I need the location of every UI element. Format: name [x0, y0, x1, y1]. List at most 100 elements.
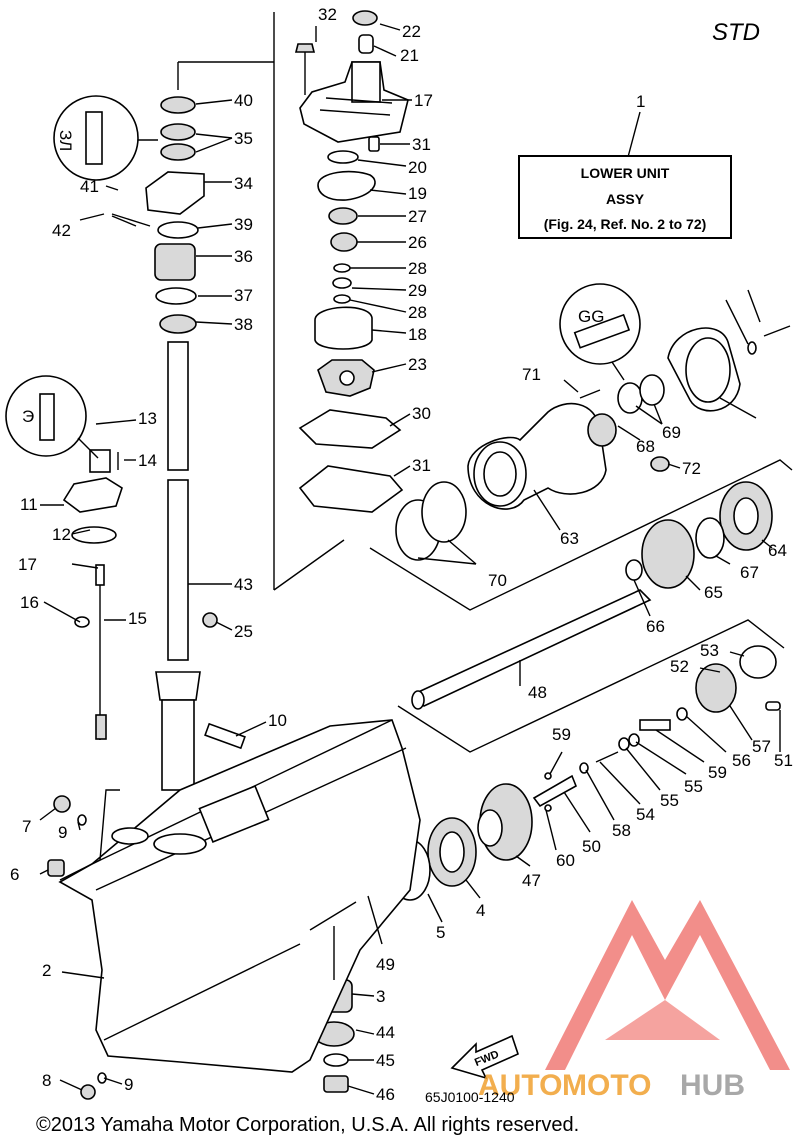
- part-62-gear: [641, 519, 695, 589]
- part-59-ball-a: [544, 772, 552, 780]
- part-53-spring: [739, 645, 777, 679]
- callout-3-text: GG: [578, 307, 604, 326]
- label-47: 47: [522, 871, 541, 890]
- label-2: 2: [42, 961, 51, 980]
- label-59a: 59: [552, 725, 571, 744]
- fwd-arrow-icon: [450, 1034, 519, 1080]
- label-43: 43: [234, 575, 253, 594]
- assy-line2: ASSY: [606, 191, 645, 207]
- part-55-ball-a: [618, 737, 630, 751]
- label-3: 3: [376, 987, 385, 1006]
- label-8: 8: [42, 1071, 51, 1090]
- part-71-bolt: [763, 325, 791, 337]
- label-50: 50: [582, 837, 601, 856]
- part-45-washer: [323, 1053, 349, 1067]
- variant-label: STD: [712, 19, 760, 46]
- callout-2: Э: [5, 375, 99, 459]
- label-12: 12: [52, 525, 71, 544]
- part-22-seal: [358, 34, 374, 54]
- drive-shaft-group: [145, 96, 218, 791]
- label-28b: 28: [408, 303, 427, 322]
- label-22: 21: [400, 46, 419, 65]
- part-46-nut: [323, 1075, 349, 1093]
- label-11: 11: [20, 495, 38, 514]
- part-39-gasket: [157, 221, 199, 239]
- label-56: 56: [732, 751, 751, 770]
- part-68-bolt: [579, 389, 601, 399]
- shift-rod-group: [62, 449, 123, 740]
- label-9a: 9: [58, 823, 67, 842]
- label-58: 59: [708, 763, 727, 782]
- propeller-shaft: [411, 589, 652, 710]
- assembly-box: 1 LOWER UNIT ASSY (Fig. 24, Ref. No. 2 t…: [518, 92, 732, 239]
- label-21: 20: [408, 158, 427, 177]
- label-62: 65: [704, 583, 723, 602]
- part-50-plunger: [532, 774, 578, 808]
- part-67-oring-b: [421, 481, 467, 543]
- part-52-clutch: [695, 663, 737, 713]
- part-28-washer-a: [333, 263, 351, 273]
- label-64: 67: [740, 563, 759, 582]
- label-34: 34: [234, 174, 253, 193]
- watermark: AUTO MOTO HUB: [478, 900, 790, 1102]
- part-37-shim: [155, 287, 197, 305]
- label-53: 53: [700, 641, 719, 660]
- part-64-shim: [695, 517, 725, 559]
- part-63-shim: [625, 559, 643, 581]
- label-15: 15: [128, 609, 147, 628]
- part-43-drive-shaft-lower: [167, 479, 189, 661]
- label-65: 68: [636, 437, 655, 456]
- lower-case: [47, 719, 421, 1100]
- part-9-gasket-a: [77, 814, 87, 826]
- label-31: 31: [412, 456, 431, 475]
- part-58-spring: [639, 719, 671, 731]
- label-14: 14: [138, 451, 157, 470]
- label-49: 49: [376, 955, 395, 974]
- callout-1: ЗЛ: [53, 95, 158, 181]
- label-41: 41: [80, 177, 99, 196]
- part-19-insert: [314, 306, 373, 350]
- label-29: 29: [408, 281, 427, 300]
- part-20-gasket: [317, 170, 376, 201]
- group-boundaries: [59, 215, 793, 980]
- part-7-plug: [53, 795, 71, 813]
- part-29-oring: [332, 277, 352, 289]
- label-38: 38: [234, 315, 253, 334]
- label-23: 22: [402, 22, 421, 41]
- diagram-code: 65J0100-1240: [425, 1089, 515, 1105]
- part-17-spring: [95, 564, 105, 586]
- callout-2-text: Э: [22, 407, 34, 426]
- label-27: 27: [408, 207, 427, 226]
- label-7: 7: [22, 817, 31, 836]
- label-20: 19: [408, 184, 427, 203]
- part-27-seal: [328, 207, 358, 225]
- water-pump-group: [294, 10, 409, 513]
- label-26: 26: [408, 233, 427, 252]
- label-55a: 55: [660, 791, 679, 810]
- label-57b: 57: [752, 737, 771, 756]
- part-54-pin: [595, 751, 619, 763]
- label-25: 25: [234, 622, 253, 641]
- label-28a: 28: [408, 259, 427, 278]
- part-66-seal-b: [639, 374, 665, 406]
- watermark-part1: AUTO: [478, 1069, 562, 1102]
- watermark-part2: MOTO: [562, 1069, 651, 1102]
- label-59b: 60: [556, 851, 575, 870]
- fwd-arrow: FWD: [450, 1034, 519, 1080]
- label-18: 17: [414, 91, 433, 110]
- label-13: 13: [138, 409, 157, 428]
- part-72-washer: [747, 341, 757, 355]
- part-28-washer-b: [333, 294, 351, 304]
- clutch-group: [532, 645, 781, 812]
- part-31-gasket: [298, 465, 404, 513]
- part-34-housing: [145, 171, 205, 215]
- label-52: 52: [670, 657, 689, 676]
- label-60: 63: [560, 529, 579, 548]
- part-65-bearing: [587, 413, 617, 447]
- label-16: 16: [20, 593, 39, 612]
- gear-group: [625, 481, 773, 589]
- part-26-key: [330, 232, 358, 252]
- part-6-grommet: [47, 859, 65, 877]
- part-38-sleeve: [159, 314, 197, 334]
